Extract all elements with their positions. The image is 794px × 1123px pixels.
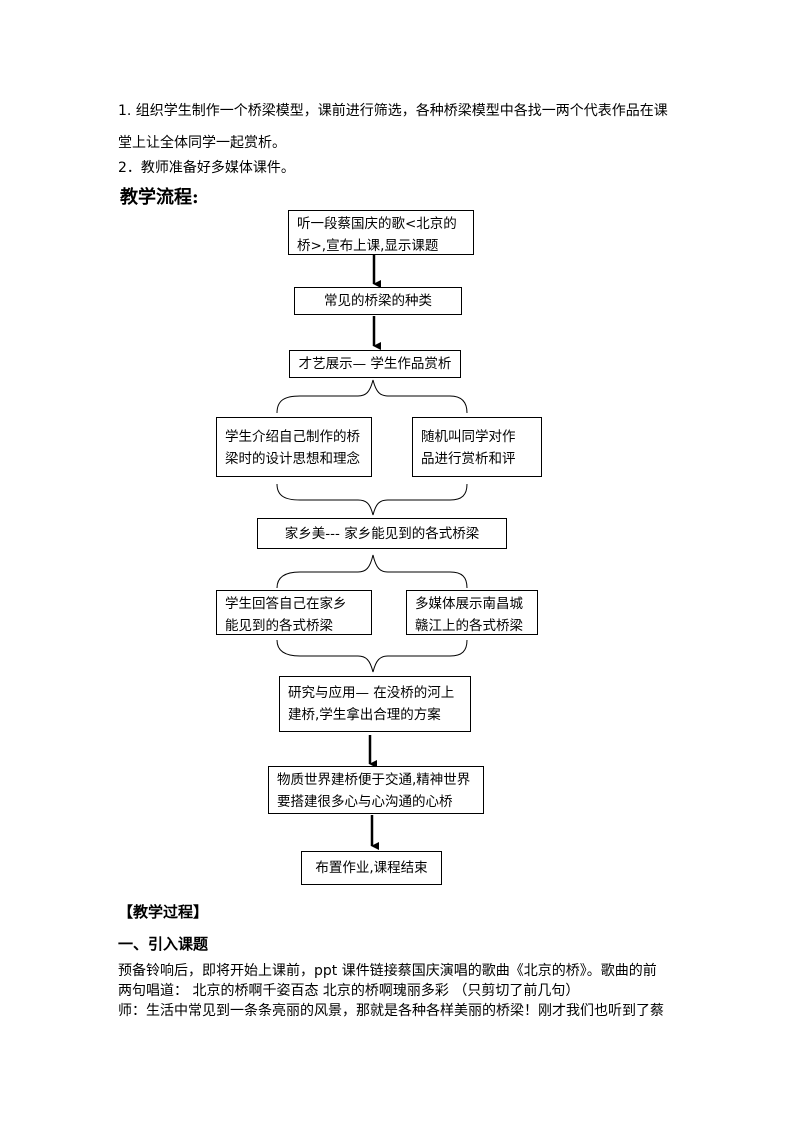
prep-item-2: 2．教师准备好多媒体课件。 bbox=[118, 160, 295, 176]
body-line-3: 师：生活中常见到一条条亮丽的风景，那就是各种各样美丽的桥梁！刚才我们也听到了蔡 bbox=[118, 1003, 664, 1019]
process-heading: 【教学过程】 bbox=[118, 903, 209, 921]
prep-item-1-cont: 堂上让全体同学一起赏析。 bbox=[118, 135, 286, 151]
body-line-1: 预备铃响后，即将开始上课前，ppt 课件链接蔡国庆演唱的歌曲《北京的桥》。歌曲的… bbox=[118, 963, 657, 979]
section-heading-intro: 一、引入课题 bbox=[118, 935, 209, 953]
flow-box-talent-show: 才艺展示— 学生作品赏析 bbox=[289, 350, 461, 378]
brace-split-2 bbox=[276, 554, 468, 589]
brace-split-1 bbox=[276, 379, 468, 414]
flow-box-multimedia: 多媒体展示南昌城 赣江上的各式桥梁 bbox=[406, 590, 538, 635]
flow-title: 教学流程: bbox=[120, 187, 199, 208]
flow-box-homework: 布置作业,课程结束 bbox=[301, 851, 442, 885]
flow-box-random-review: 随机叫同学对作 品进行赏析和评 bbox=[412, 417, 542, 477]
flow-box-hometown: 家乡美--- 家乡能见到的各式桥梁 bbox=[257, 518, 507, 549]
brace-join-1 bbox=[276, 483, 468, 516]
body-line-2: 两句唱道： 北京的桥啊千姿百态 北京的桥啊瑰丽多彩 （只剪切了前几句） bbox=[118, 983, 580, 999]
flow-box-student-answer: 学生回答自己在家乡 能见到的各式桥梁 bbox=[216, 590, 372, 635]
flow-box-research: 研究与应用— 在没桥的河上 建桥,学生拿出合理的方案 bbox=[279, 676, 471, 732]
prep-item-1: 1. 组织学生制作一个桥梁模型，课前进行筛选，各种桥梁模型中各找一两个代表作品在… bbox=[118, 103, 668, 119]
brace-join-2 bbox=[276, 639, 468, 673]
flow-box-bridge-types: 常见的桥梁的种类 bbox=[294, 287, 462, 315]
flow-box-song-intro: 听一段蔡国庆的歌<北京的 桥>,宣布上课,显示课题 bbox=[288, 210, 474, 255]
flow-box-bridge-of-hearts: 物质世界建桥便于交通,精神世界 要搭建很多心与心沟通的心桥 bbox=[268, 766, 484, 814]
flow-box-student-intro: 学生介绍自己制作的桥 梁时的设计思想和理念 bbox=[216, 417, 372, 477]
